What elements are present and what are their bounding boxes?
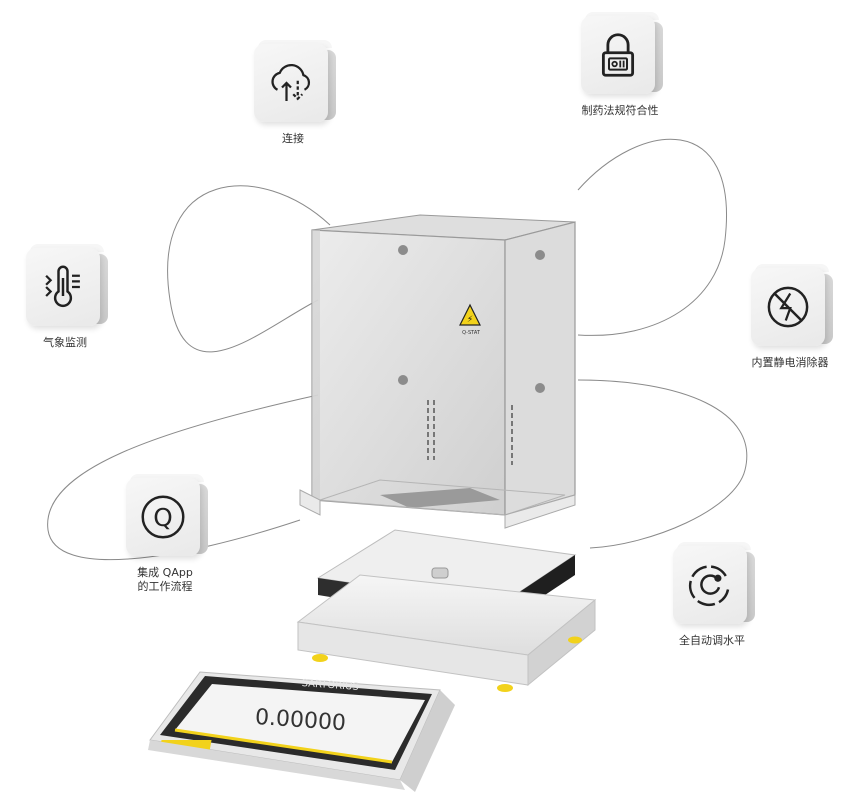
auto-level-icon — [688, 565, 730, 606]
feature-label-compliance: 制药法规符合性 — [581, 104, 659, 117]
feature-ionizer: 内置静电消除器 — [720, 264, 855, 370]
static-eliminator-icon — [767, 286, 809, 328]
feature-label-qapp: 集成 QApp 的工作流程 — [137, 566, 193, 593]
feature-label-ionizer: 内置静电消除器 — [751, 356, 829, 369]
draft-shield: ⚡ Q-STAT — [299, 214, 576, 529]
feature-label-leveling: 全自动调水平 — [679, 634, 745, 647]
brand-logo: SARTORIUS — [301, 678, 359, 693]
thermometer-icon — [45, 265, 80, 308]
weighing-module — [296, 529, 597, 692]
warning-label: Q-STAT — [462, 330, 481, 336]
q-app-icon: Q — [141, 495, 185, 539]
feature-label-connect: 连接 — [282, 132, 304, 145]
feature-qapp: Q 集成 QApp 的工作流程 — [95, 474, 235, 594]
feature-label-climate: 气象监测 — [43, 336, 87, 349]
svg-text:⚡: ⚡ — [467, 315, 473, 325]
cloud-sync-icon — [271, 64, 311, 101]
feature-compliance: 制药法规符合性 — [550, 12, 690, 118]
lock-icon — [601, 33, 635, 77]
display-terminal: SARTORIUS 0.00000 — [148, 671, 455, 792]
feature-leveling: 全自动调水平 — [642, 542, 782, 648]
feature-climate: 气象监测 — [0, 244, 135, 350]
feature-connect: 连接 — [223, 40, 363, 146]
svg-text:Q: Q — [153, 503, 172, 532]
